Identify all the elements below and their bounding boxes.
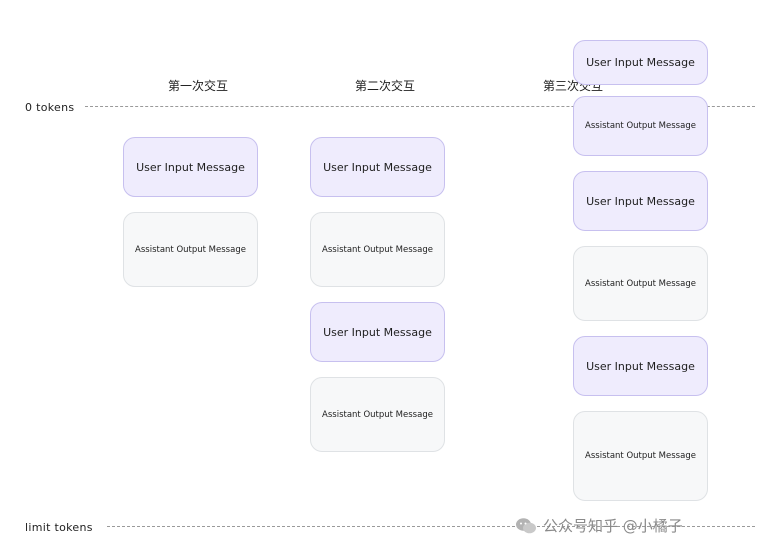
column-title-1: 第一次交互 (167, 79, 228, 93)
assistant-message-box: Assistant Output Message (310, 377, 445, 452)
limit-tokens-label: limit tokens (25, 521, 93, 534)
user-message-box: User Input Message (573, 40, 708, 85)
assistant-message-box: Assistant Output Message (310, 212, 445, 287)
assistant-message-box: Assistant Output Message (573, 411, 708, 501)
user-message-box: User Input Message (573, 336, 708, 396)
user-message-box: User Input Message (310, 302, 445, 362)
limit-tokens-line (107, 526, 755, 527)
user-message-box: User Input Message (573, 171, 708, 231)
zero-tokens-label: 0 tokens (25, 101, 75, 114)
wechat-icon (516, 517, 536, 533)
watermark-text: 公众号知乎 @小橘子 (543, 517, 683, 535)
assistant-message-box: Assistant Output Message (123, 212, 258, 287)
assistant-message-box: Assistant Output Message (573, 246, 708, 321)
column-title-2: 第二次交互 (354, 79, 415, 93)
user-message-box: User Input Message (123, 137, 258, 197)
assistant-message-box: Assistant Output Message (573, 96, 708, 156)
zero-tokens-line (85, 106, 755, 107)
watermark: 公众号知乎 @小橘子 (515, 515, 683, 536)
user-message-box: User Input Message (310, 137, 445, 197)
